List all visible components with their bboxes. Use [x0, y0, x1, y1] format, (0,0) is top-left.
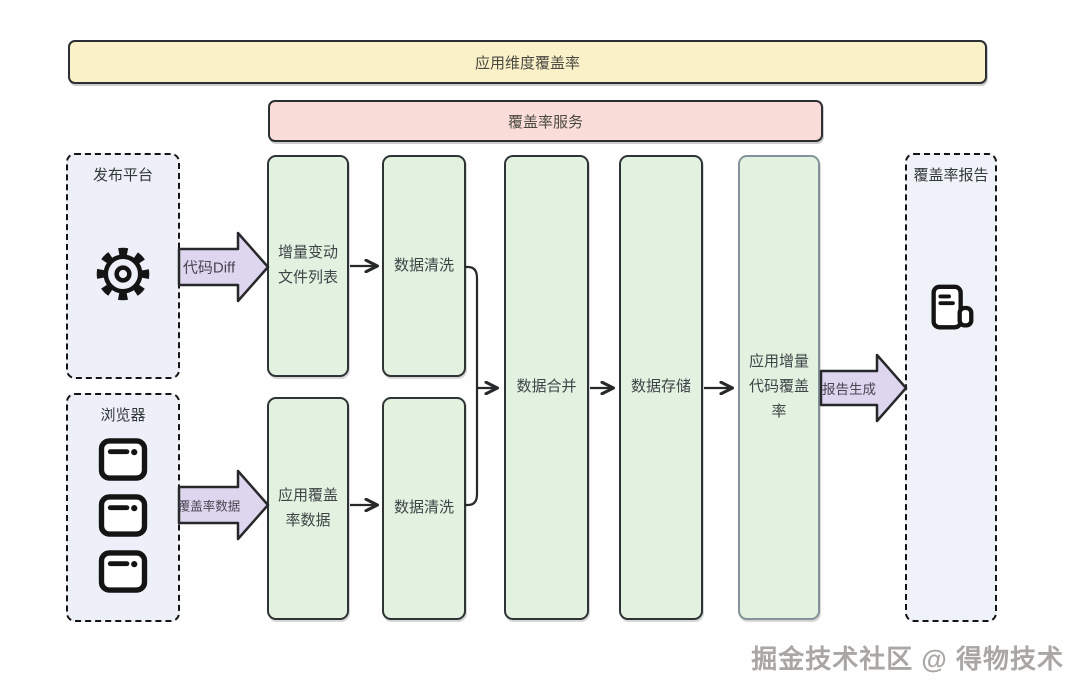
report-document-icon [931, 284, 974, 329]
process-box-data-clean-top: 数据清洗 [382, 155, 466, 377]
process-box-incremental-change-file-list: 增量变动文件列表 [267, 155, 349, 377]
browser-window-icon [98, 438, 148, 481]
coverage-data-arrow-label: 覆盖率数据 [177, 499, 241, 514]
gear-icon [96, 247, 150, 301]
app-coverage-data-label: 应用覆盖率数据 [277, 486, 338, 529]
process-box-data-clean-bottom: 数据清洗 [382, 397, 466, 620]
connector-clean-merge-elbows [464, 265, 479, 507]
panel-coverage-report: 覆盖率报告 [905, 153, 997, 622]
data-clean-top-label: 数据清洗 [393, 256, 454, 274]
coverage-report-label: 覆盖率报告 [913, 167, 989, 184]
banner-coverage-service-label: 覆盖率服务 [507, 113, 583, 131]
code-diff-arrow-label: 代码Diff [182, 259, 236, 277]
panel-release-platform: 发布平台 [66, 153, 180, 379]
release-platform-label: 发布平台 [92, 167, 153, 184]
banner-app-dimension-coverage-label: 应用维度覆盖率 [474, 54, 580, 72]
process-box-data-storage: 数据存储 [619, 155, 703, 620]
coverage-report-icon-zone [924, 185, 978, 620]
release-platform-icon-zone [94, 185, 152, 377]
watermark-text: 掘金技术社区 @ 得物技术 [751, 644, 1064, 674]
process-box-app-coverage-data: 应用覆盖率数据 [267, 397, 349, 620]
panel-browser: 浏览器 [66, 393, 180, 622]
browser-window-icon [98, 494, 148, 537]
process-box-data-merge: 数据合并 [504, 155, 589, 620]
data-storage-label: 数据存储 [630, 378, 691, 396]
report-generation-arrow-label: 报告生成 [822, 382, 876, 397]
banner-app-dimension-coverage: 应用维度覆盖率 [68, 40, 987, 84]
process-box-app-incremental-code-coverage: 应用增量代码覆盖率 [738, 155, 820, 620]
browser-label: 浏览器 [100, 407, 146, 424]
browser-window-icon [98, 550, 148, 593]
browser-icon-zone [98, 425, 148, 620]
data-clean-bottom-label: 数据清洗 [393, 499, 454, 517]
banner-coverage-service: 覆盖率服务 [268, 100, 823, 142]
incremental-change-file-list-label: 增量变动文件列表 [277, 244, 338, 286]
data-merge-label: 数据合并 [516, 378, 577, 396]
app-incremental-code-coverage-label: 应用增量代码覆盖率 [748, 353, 809, 420]
